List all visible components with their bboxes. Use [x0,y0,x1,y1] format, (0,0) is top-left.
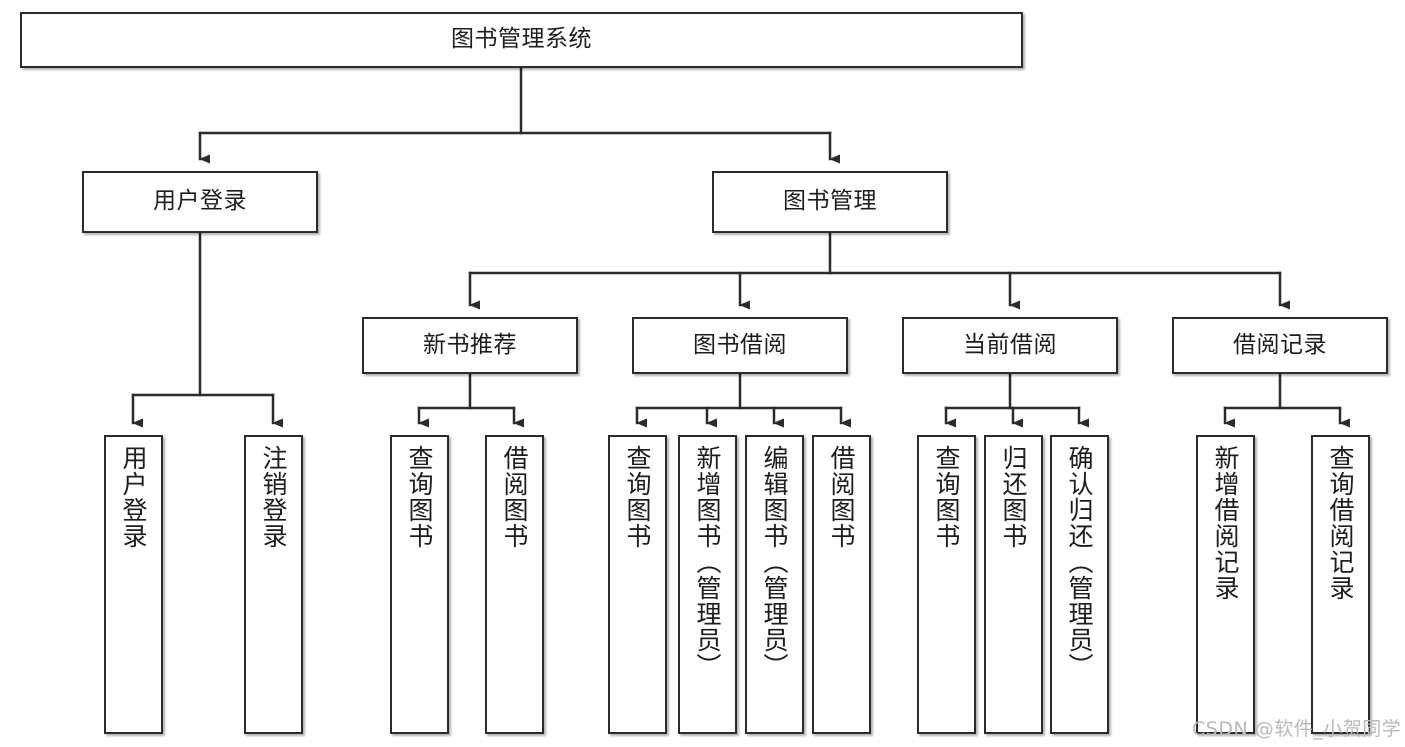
node-label: 查询借阅记录 [1326,445,1355,601]
node-label: 查询图书 [405,445,434,549]
node-leaf-confirm-return-admin[interactable]: 确认归还（管理员） [1050,435,1109,734]
node-leaf-query-book-new[interactable]: 查询图书 [390,435,449,734]
node-user-login[interactable]: 用户登录 [82,171,318,233]
node-label: 查询图书 [932,445,961,549]
node-root-book-management-system[interactable]: 图书管理系统 [20,12,1023,68]
node-label: 用户登录 [153,188,247,215]
node-label: 查询图书 [623,445,652,549]
node-label: 归还图书 [999,445,1028,549]
node-book-borrow[interactable]: 图书借阅 [632,317,848,374]
node-label: 借阅记录 [1233,331,1327,358]
node-label: 用户登录 [119,445,148,549]
node-leaf-query-borrow-record[interactable]: 查询借阅记录 [1311,435,1370,734]
node-leaf-add-book-admin[interactable]: 新增图书（管理员） [678,435,737,734]
node-label: 新书推荐 [423,331,517,358]
node-borrow-record[interactable]: 借阅记录 [1172,317,1388,374]
node-label: 图书借阅 [693,331,787,358]
node-leaf-query-book-borrow[interactable]: 查询图书 [608,435,667,734]
node-label: 借阅图书 [500,445,529,549]
node-label: 注销登录 [259,445,288,549]
node-label: 当前借阅 [963,331,1057,358]
node-leaf-borrow-book[interactable]: 借阅图书 [812,435,871,734]
connector-lines [131,66,1350,428]
node-leaf-add-borrow-record[interactable]: 新增借阅记录 [1196,435,1255,734]
node-label: 确认归还（管理员） [1065,445,1094,679]
node-label: 编辑图书（管理员） [760,445,789,679]
node-book-management[interactable]: 图书管理 [712,171,948,233]
node-leaf-edit-book-admin[interactable]: 编辑图书（管理员） [745,435,804,734]
node-new-book-recommend[interactable]: 新书推荐 [362,317,578,374]
node-label: 图书管理 [783,188,877,215]
node-label: 新增借阅记录 [1211,445,1240,601]
node-label: 新增图书（管理员） [693,445,722,679]
node-label: 借阅图书 [827,445,856,549]
node-leaf-borrow-book-new[interactable]: 借阅图书 [485,435,544,734]
node-label: 图书管理系统 [451,26,592,53]
node-leaf-return-book[interactable]: 归还图书 [984,435,1043,734]
node-leaf-query-book-current[interactable]: 查询图书 [917,435,976,734]
node-current-borrow[interactable]: 当前借阅 [902,317,1118,374]
node-leaf-logout[interactable]: 注销登录 [244,435,303,734]
node-leaf-user-login[interactable]: 用户登录 [104,435,163,734]
